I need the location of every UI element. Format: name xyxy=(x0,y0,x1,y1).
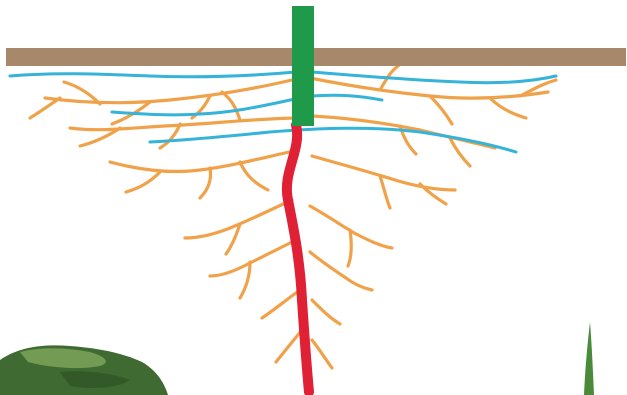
surface-root-lower xyxy=(150,128,516,152)
lateral-root-deep-left-4 xyxy=(276,330,302,362)
lateral-root-deep-right-2 xyxy=(310,252,372,290)
lateral-root-deep-left-3 xyxy=(262,290,300,318)
lateral-root-branch xyxy=(126,172,160,192)
lateral-root-branch xyxy=(222,92,240,120)
lateral-root-mid-left xyxy=(70,118,300,130)
surface-root-left xyxy=(10,72,296,77)
lateral-root-branch xyxy=(200,168,211,198)
lateral-root-lower-left xyxy=(110,150,298,172)
surface-roots xyxy=(10,72,556,152)
lateral-root-branch xyxy=(380,176,390,208)
lateral-root-branch xyxy=(30,98,60,118)
surface-root-right xyxy=(312,72,556,83)
surface-root-mid-right xyxy=(312,95,382,100)
foliage-bush xyxy=(0,345,168,395)
grass-blade xyxy=(584,322,594,395)
lateral-root-branch xyxy=(490,98,526,118)
lateral-root-branch xyxy=(348,230,351,266)
stem xyxy=(292,6,314,126)
soil-surface xyxy=(6,48,626,66)
lateral-root-branch xyxy=(240,162,268,190)
lateral-root-deep-right-3 xyxy=(312,300,340,324)
lateral-root-deep-right-4 xyxy=(312,340,332,368)
lateral-root-branch xyxy=(430,96,452,124)
lateral-root-deep-left-2 xyxy=(210,240,296,276)
